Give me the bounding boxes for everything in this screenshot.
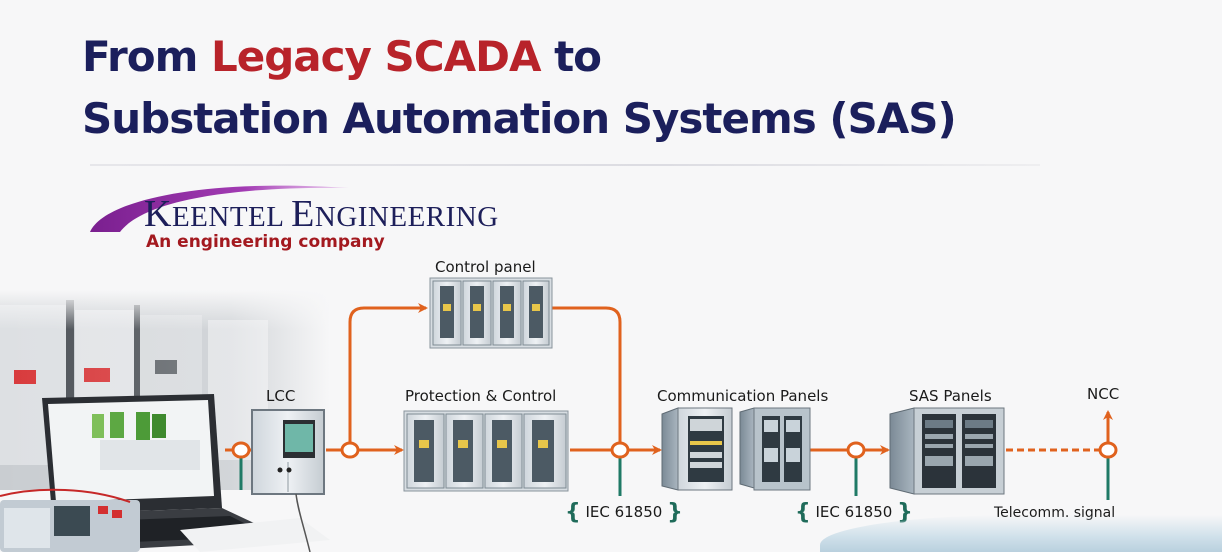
substation-photo	[0, 290, 330, 552]
control-panel-label: Control panel	[435, 258, 536, 276]
ncc-label: NCC	[1087, 385, 1120, 403]
page-title: From Legacy SCADA to Substation Automati…	[82, 26, 957, 150]
protection-control-cabinets	[403, 410, 569, 492]
iec-61850-label-2: { IEC 61850 }	[795, 500, 913, 525]
title-line-2: Substation Automation Systems (SAS)	[82, 94, 957, 143]
company-name: KEENTEL ENGINEERING	[144, 193, 499, 235]
communication-panels-label: Communication Panels	[657, 387, 829, 405]
divider	[90, 164, 1040, 166]
lcc-label: LCC	[266, 387, 296, 405]
protection-control-label: Protection & Control	[405, 387, 557, 405]
communication-panel-cabinets	[661, 407, 811, 491]
logo-swoosh-icon	[90, 185, 349, 232]
iec-61850-label-1: { IEC 61850 }	[565, 500, 683, 525]
test-instrument	[0, 488, 140, 552]
sas-panels-label: SAS Panels	[909, 387, 992, 405]
title-line-1: From Legacy SCADA to	[82, 32, 602, 81]
iec-bus-lines	[239, 458, 1110, 500]
sas-panel-cabinets	[889, 407, 1005, 495]
title-accent: Legacy SCADA	[210, 32, 541, 81]
company-logo: KEENTEL ENGINEERING An engineering compa…	[84, 170, 644, 260]
junction-nodes	[231, 441, 1118, 459]
lcc-cabinet	[251, 409, 325, 552]
control-panel-cabinets	[429, 277, 553, 349]
company-tagline: An engineering company	[146, 232, 385, 252]
